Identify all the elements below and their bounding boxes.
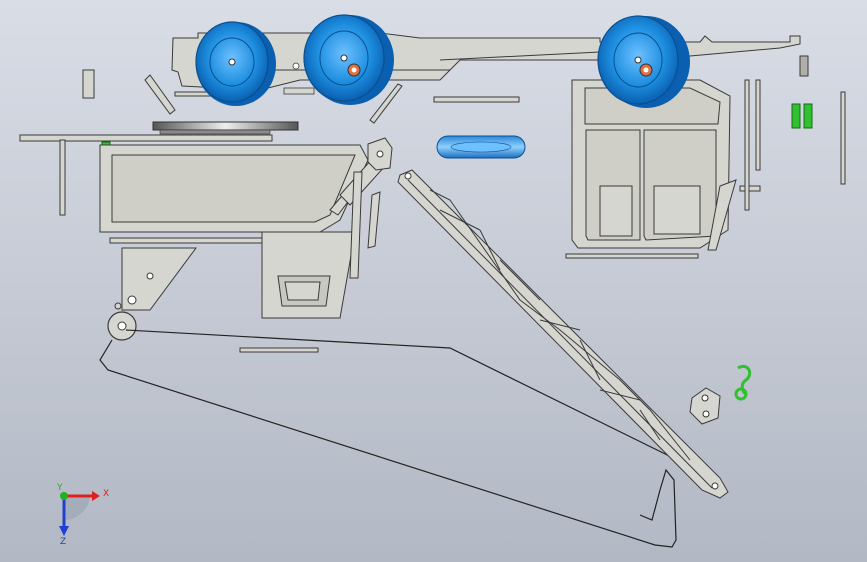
vertical-post[interactable] <box>59 139 66 216</box>
hook-block-plate[interactable] <box>689 387 721 425</box>
coordinate-triad-icon: X Y Z <box>56 483 109 547</box>
outrigger-bracket[interactable] <box>144 74 520 124</box>
axis-z-label: Z <box>60 537 66 547</box>
hook-bracket[interactable] <box>121 137 393 311</box>
hoist-cable <box>99 329 719 548</box>
green-spacers[interactable] <box>791 103 813 129</box>
middle-wheel[interactable] <box>303 14 394 105</box>
axis-x-label: X <box>103 489 109 499</box>
crane-hook[interactable] <box>734 365 752 401</box>
small-bolt[interactable] <box>799 55 809 77</box>
vertical-rod[interactable] <box>840 91 846 185</box>
long-support-bar[interactable] <box>19 134 273 142</box>
front-wheel[interactable] <box>195 21 276 106</box>
linkage-parts[interactable] <box>283 62 315 95</box>
cable-sheave[interactable] <box>107 302 137 341</box>
axis-y-label: Y <box>56 483 63 493</box>
rear-wheel[interactable] <box>597 15 690 108</box>
turntable-plate[interactable] <box>152 121 299 135</box>
cab-body[interactable] <box>99 144 391 353</box>
lattice-boom-arm[interactable] <box>397 169 729 499</box>
spare-tire[interactable] <box>436 135 526 159</box>
crane-base-housing[interactable] <box>565 79 761 259</box>
small-block[interactable] <box>82 69 95 99</box>
